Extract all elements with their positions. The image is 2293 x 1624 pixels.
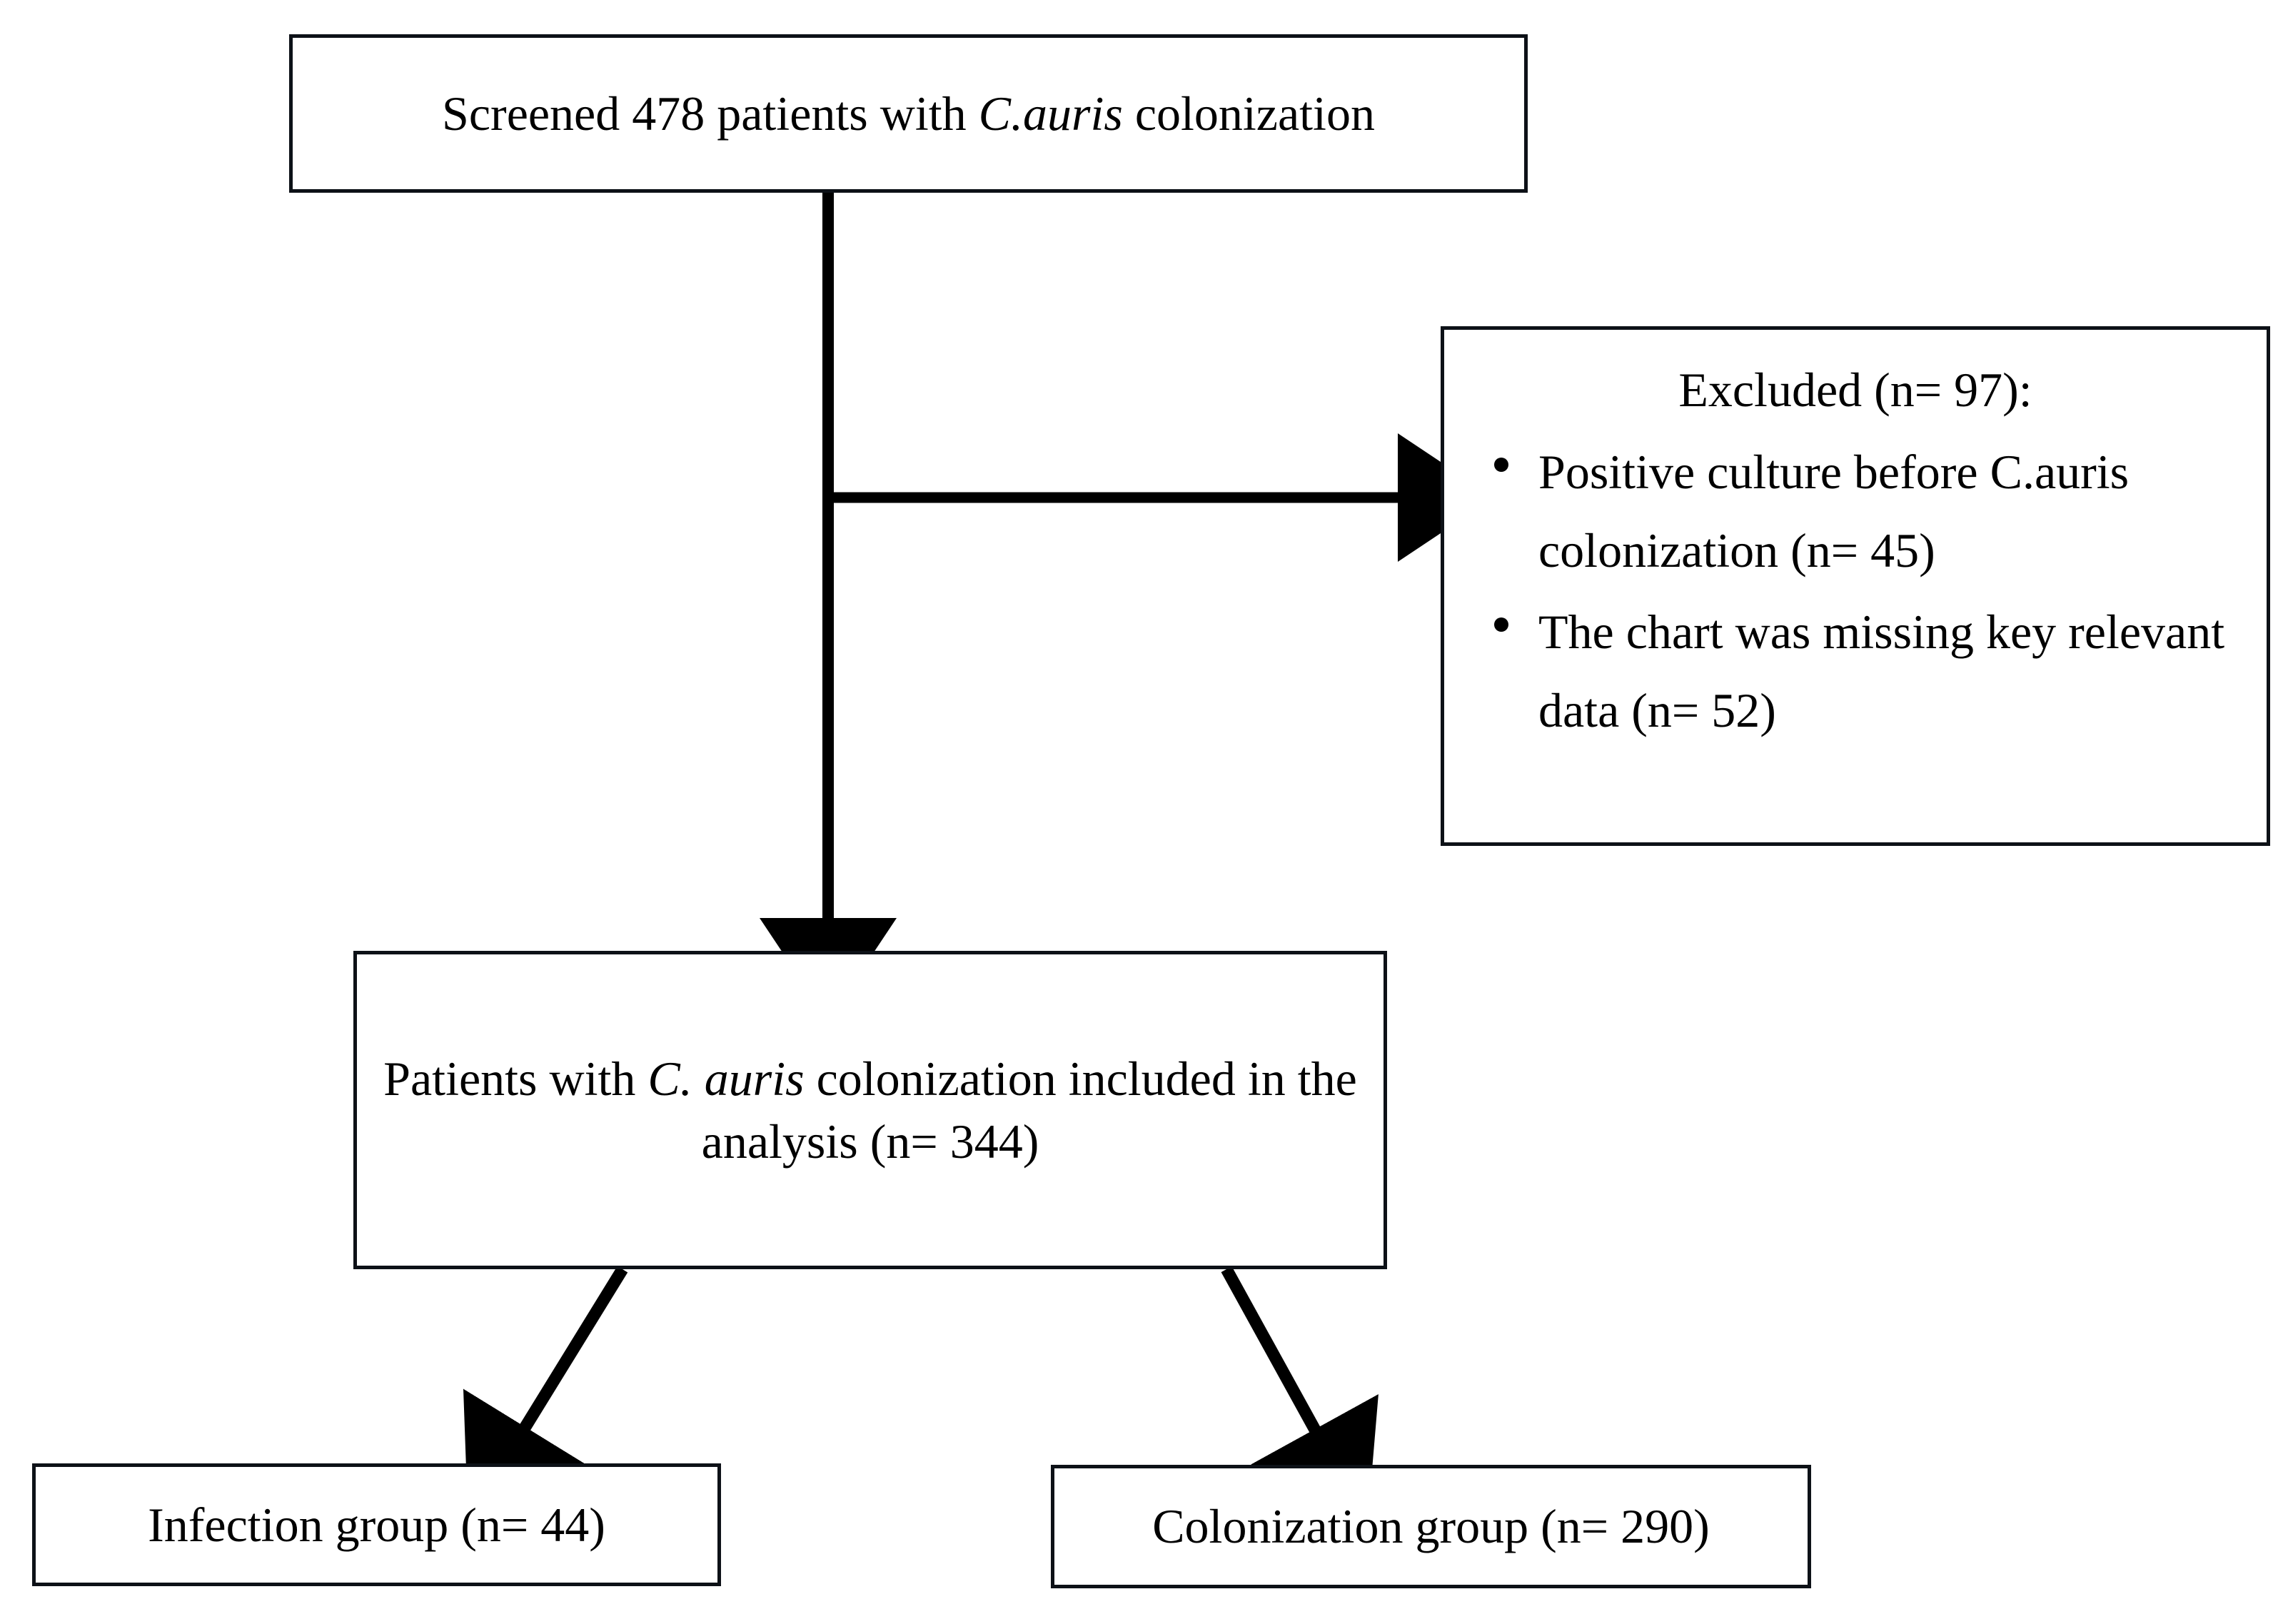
included-text-before: Patients with <box>383 1051 648 1106</box>
excluded-item-0-after: colonization (n= 45) <box>1538 523 1935 578</box>
screened-text-after: colonization <box>1122 86 1375 141</box>
excluded-reason-list: Positive culture before C.auris coloniza… <box>1457 433 2254 750</box>
node-included-in-analysis: Patients with C. auris colonization incl… <box>353 951 1387 1269</box>
node-screened-patients-text: Screened 478 patients with C.auris colon… <box>423 82 1394 145</box>
bullet-icon <box>1494 617 1508 632</box>
included-text-after: colonization included in the analysis (n… <box>701 1051 1357 1169</box>
node-included-in-analysis-text: Patients with C. auris colonization incl… <box>357 1047 1384 1174</box>
connector-included-to-colonization <box>1221 1266 1379 1525</box>
bullet-icon <box>1494 457 1508 472</box>
node-colonization-group-text: Colonization group (n= 290) <box>1152 1499 1710 1554</box>
node-colonization-group: Colonization group (n= 290) <box>1051 1465 1811 1588</box>
excluded-reason-item: The chart was missing key relevant data … <box>1488 592 2232 750</box>
included-species-name: C. auris <box>647 1051 805 1106</box>
excluded-item-1-after: The chart was missing key relevant data … <box>1538 604 2225 738</box>
node-screened-patients: Screened 478 patients with C.auris colon… <box>289 34 1528 193</box>
excluded-item-0-species-name: C.auris <box>1990 444 2130 499</box>
node-infection-group-text: Infection group (n= 44) <box>148 1497 605 1552</box>
excluded-reason-item: Positive culture before C.auris coloniza… <box>1488 433 2232 590</box>
node-excluded: Excluded (n= 97): Positive culture befor… <box>1441 326 2270 846</box>
excluded-heading: Excluded (n= 97): <box>1678 363 2032 417</box>
screened-species-name: C.auris <box>978 86 1123 141</box>
node-infection-group: Infection group (n= 44) <box>32 1463 721 1586</box>
connector-included-to-infection <box>463 1266 628 1520</box>
screened-text-before: Screened 478 patients with <box>442 86 979 141</box>
excluded-item-0-before: Positive culture before <box>1538 444 1990 499</box>
